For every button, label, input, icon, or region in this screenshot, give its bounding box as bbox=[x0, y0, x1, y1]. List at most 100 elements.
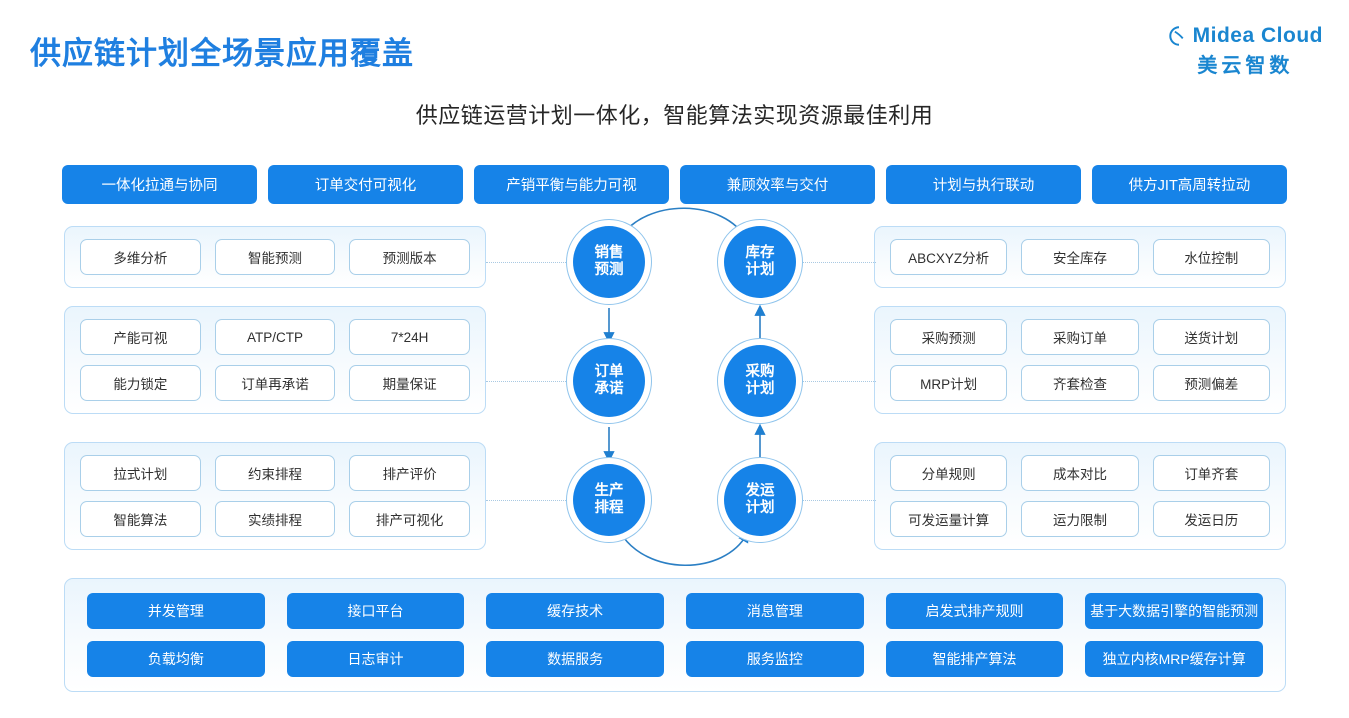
top-benefit-row: 一体化拉通与协同 订单交付可视化 产销平衡与能力可视 兼顾效率与交付 计划与执行… bbox=[62, 165, 1287, 204]
chip-r2-1[interactable]: 采购订单 bbox=[1021, 319, 1139, 355]
cycle-arrows bbox=[603, 207, 766, 567]
chip-l1-2[interactable]: 预测版本 bbox=[349, 239, 471, 275]
chip-r3-3[interactable]: 可发运量计算 bbox=[890, 501, 1008, 537]
chip-l2-4[interactable]: 订单再承诺 bbox=[214, 365, 336, 401]
connector-left-1 bbox=[486, 262, 568, 263]
connector-right-1 bbox=[800, 262, 876, 263]
panel-left-order: 产能可视 ATP/CTP 7*24H 能力锁定 订单再承诺 期量保证 bbox=[64, 306, 486, 414]
chip-r1-2[interactable]: 水位控制 bbox=[1152, 239, 1270, 275]
node-line2: 计划 bbox=[745, 262, 775, 278]
cycle-node-inventory-plan[interactable]: 库存 计划 bbox=[724, 226, 796, 298]
cycle-node-procurement-plan[interactable]: 采购 计划 bbox=[724, 345, 796, 417]
node-line1: 销售 bbox=[594, 244, 624, 261]
logo-name-cn: 美云智数 bbox=[1197, 55, 1294, 77]
chip-l2-3[interactable]: 能力锁定 bbox=[80, 365, 201, 401]
chip-r2-3[interactable]: MRP计划 bbox=[890, 365, 1008, 401]
node-line2: 承诺 bbox=[594, 381, 624, 397]
panel-left-forecast: 多维分析 智能预测 预测版本 bbox=[64, 226, 486, 288]
top-pill-5[interactable]: 供方JIT高周转拉动 bbox=[1092, 165, 1287, 204]
panel-row: ABCXYZ分析 安全库存 水位控制 bbox=[890, 239, 1270, 275]
bottom-chip-1-3[interactable]: 服务监控 bbox=[686, 641, 864, 677]
chip-r2-5[interactable]: 预测偏差 bbox=[1152, 365, 1270, 401]
node-line2: 预测 bbox=[594, 262, 624, 278]
bottom-chip-0-3[interactable]: 消息管理 bbox=[686, 593, 864, 629]
brand-logo: Midea Cloud 美云智数 bbox=[1168, 24, 1323, 78]
supply-chain-cycle-diagram: 销售 预测 库存 计划 订单 承诺 采购 计划 生产 排程 发运 计划 bbox=[492, 200, 872, 575]
bottom-chip-0-2[interactable]: 缓存技术 bbox=[486, 593, 665, 629]
midea-swirl-icon bbox=[1168, 26, 1184, 46]
node-line1: 订单 bbox=[594, 363, 624, 380]
chip-r1-1[interactable]: 安全库存 bbox=[1021, 239, 1139, 275]
cycle-node-shipping-plan[interactable]: 发运 计划 bbox=[724, 464, 796, 536]
page-title: 供应链计划全场景应用覆盖 bbox=[30, 36, 414, 71]
chip-r1-0[interactable]: ABCXYZ分析 bbox=[890, 239, 1008, 275]
chip-r3-0[interactable]: 分单规则 bbox=[890, 455, 1008, 491]
panel-right-shipping: 分单规则 成本对比 订单齐套 可发运量计算 运力限制 发运日历 bbox=[874, 442, 1286, 550]
panel-row: 多维分析 智能预测 预测版本 bbox=[80, 239, 471, 275]
chip-l1-0[interactable]: 多维分析 bbox=[80, 239, 201, 275]
node-line1: 采购 bbox=[745, 363, 775, 380]
bottom-chip-1-5[interactable]: 独立内核MRP缓存计算 bbox=[1085, 641, 1264, 677]
connector-right-2 bbox=[800, 381, 876, 382]
bottom-chip-1-2[interactable]: 数据服务 bbox=[486, 641, 665, 677]
panel-left-production: 拉式计划 约束排程 排产评价 智能算法 实绩排程 排产可视化 bbox=[64, 442, 486, 550]
panel-row: MRP计划 齐套检查 预测偏差 bbox=[890, 365, 1270, 401]
bottom-chip-0-4[interactable]: 启发式排产规则 bbox=[885, 593, 1064, 629]
cycle-node-production-scheduling[interactable]: 生产 排程 bbox=[573, 464, 645, 536]
panel-right-inventory: ABCXYZ分析 安全库存 水位控制 bbox=[874, 226, 1286, 288]
connector-right-3 bbox=[800, 500, 876, 501]
panel-row: 分单规则 成本对比 订单齐套 bbox=[890, 455, 1270, 491]
node-line2: 计划 bbox=[745, 500, 775, 516]
panel-row: 负载均衡 日志审计 数据服务 服务监控 智能排产算法 独立内核MRP缓存计算 bbox=[87, 641, 1264, 677]
bottom-chip-1-1[interactable]: 日志审计 bbox=[286, 641, 465, 677]
panel-row: 能力锁定 订单再承诺 期量保证 bbox=[80, 365, 471, 401]
chip-l3-3[interactable]: 智能算法 bbox=[80, 501, 201, 537]
chip-r3-4[interactable]: 运力限制 bbox=[1021, 501, 1139, 537]
logo-name: Midea Cloud bbox=[1192, 24, 1323, 47]
chip-r2-0[interactable]: 采购预测 bbox=[890, 319, 1008, 355]
chip-l3-5[interactable]: 排产可视化 bbox=[349, 501, 471, 537]
panel-row: 拉式计划 约束排程 排产评价 bbox=[80, 455, 471, 491]
bottom-chip-0-5[interactable]: 基于大数据引擎的智能预测 bbox=[1085, 593, 1264, 629]
bottom-chip-1-0[interactable]: 负载均衡 bbox=[87, 641, 265, 677]
bottom-chip-0-1[interactable]: 接口平台 bbox=[286, 593, 465, 629]
chip-l3-4[interactable]: 实绩排程 bbox=[214, 501, 336, 537]
panel-platform-capabilities: 并发管理 接口平台 缓存技术 消息管理 启发式排产规则 基于大数据引擎的智能预测… bbox=[64, 578, 1286, 692]
connector-left-2 bbox=[486, 381, 568, 382]
top-pill-0[interactable]: 一体化拉通与协同 bbox=[62, 165, 257, 204]
chip-l1-1[interactable]: 智能预测 bbox=[214, 239, 336, 275]
chip-l2-0[interactable]: 产能可视 bbox=[80, 319, 201, 355]
bottom-chip-0-0[interactable]: 并发管理 bbox=[87, 593, 265, 629]
top-pill-3[interactable]: 兼顾效率与交付 bbox=[680, 165, 875, 204]
chip-r3-1[interactable]: 成本对比 bbox=[1021, 455, 1139, 491]
cycle-node-order-commitment[interactable]: 订单 承诺 bbox=[573, 345, 645, 417]
node-line2: 排程 bbox=[594, 500, 624, 516]
chip-l3-2[interactable]: 排产评价 bbox=[349, 455, 471, 491]
cycle-node-sales-forecast[interactable]: 销售 预测 bbox=[573, 226, 645, 298]
panel-right-procurement: 采购预测 采购订单 送货计划 MRP计划 齐套检查 预测偏差 bbox=[874, 306, 1286, 414]
chip-l3-0[interactable]: 拉式计划 bbox=[80, 455, 201, 491]
chip-l3-1[interactable]: 约束排程 bbox=[214, 455, 336, 491]
connector-left-3 bbox=[486, 500, 568, 501]
node-line1: 生产 bbox=[594, 482, 624, 499]
chip-l2-5[interactable]: 期量保证 bbox=[349, 365, 471, 401]
panel-row: 智能算法 实绩排程 排产可视化 bbox=[80, 501, 471, 537]
panel-row: 可发运量计算 运力限制 发运日历 bbox=[890, 501, 1270, 537]
panel-row: 采购预测 采购订单 送货计划 bbox=[890, 319, 1270, 355]
bottom-chip-1-4[interactable]: 智能排产算法 bbox=[885, 641, 1064, 677]
panel-row: 产能可视 ATP/CTP 7*24H bbox=[80, 319, 471, 355]
chip-r2-4[interactable]: 齐套检查 bbox=[1021, 365, 1139, 401]
chip-l2-2[interactable]: 7*24H bbox=[349, 319, 471, 355]
top-pill-2[interactable]: 产销平衡与能力可视 bbox=[474, 165, 669, 204]
chip-r3-2[interactable]: 订单齐套 bbox=[1152, 455, 1270, 491]
top-pill-4[interactable]: 计划与执行联动 bbox=[886, 165, 1081, 204]
panel-row: 并发管理 接口平台 缓存技术 消息管理 启发式排产规则 基于大数据引擎的智能预测 bbox=[87, 593, 1264, 629]
chip-r3-5[interactable]: 发运日历 bbox=[1152, 501, 1270, 537]
page-subtitle: 供应链运营计划一体化，智能算法实现资源最佳利用 bbox=[415, 103, 934, 128]
chip-r2-2[interactable]: 送货计划 bbox=[1152, 319, 1270, 355]
node-line1: 发运 bbox=[745, 482, 775, 499]
top-pill-1[interactable]: 订单交付可视化 bbox=[268, 165, 463, 204]
chip-l2-1[interactable]: ATP/CTP bbox=[214, 319, 336, 355]
node-line1: 库存 bbox=[745, 244, 775, 261]
